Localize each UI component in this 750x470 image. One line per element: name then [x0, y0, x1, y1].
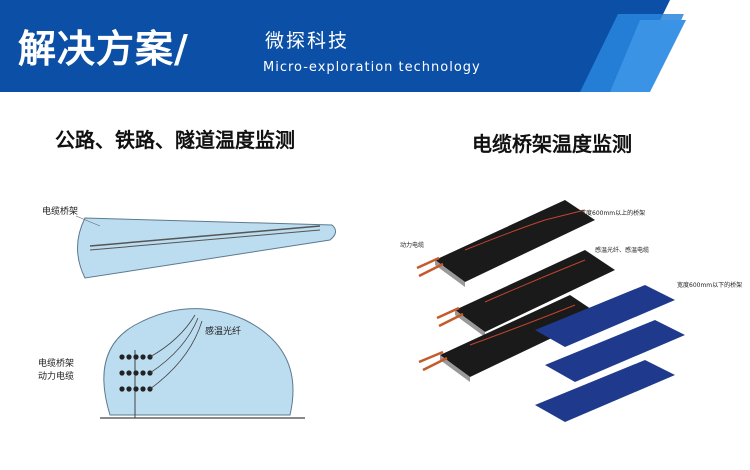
sensor-fiber-label: 感温光纤: [205, 327, 242, 337]
wide-tray-label: 宽度600mm以上的桥架: [580, 210, 646, 217]
lower-trays: [535, 285, 685, 422]
cable-tray-diagram: 动力电缆 宽度600mm以上的桥架 感温光纤、感温电缆 宽度600mm以下的桥架: [395, 190, 750, 430]
tunnel-illustration: [75, 215, 336, 419]
left-section-heading: 公路、铁路、隧道温度监测: [55, 128, 295, 152]
power-cable-label: 动力电缆: [38, 372, 75, 382]
sensor-label: 感温光纤、感温电缆: [595, 247, 650, 254]
narrow-tray-label: 宽度600mm以下的桥架: [677, 282, 743, 289]
right-section-heading: 电缆桥架温度监测: [472, 132, 632, 156]
page-title: 解决方案/: [18, 27, 189, 71]
tunnel-top-label: 电缆桥架: [42, 207, 79, 217]
cable-tray-label: 电缆桥架: [38, 359, 75, 369]
company-name-en: Micro-exploration technology: [263, 60, 481, 75]
tunnel-diagram: 电缆桥架 感温光纤 电缆桥架 动力电缆: [30, 190, 360, 430]
tray-power-cable-label: 动力电缆: [400, 242, 425, 249]
upper-trays: [435, 200, 615, 382]
cable-tray-illustration: [416, 200, 685, 422]
header-banner: 解决方案/ 微探科技 Micro-exploration technology: [0, 0, 750, 92]
company-name-cn: 微探科技: [265, 30, 350, 52]
banner-shape: [0, 0, 750, 92]
